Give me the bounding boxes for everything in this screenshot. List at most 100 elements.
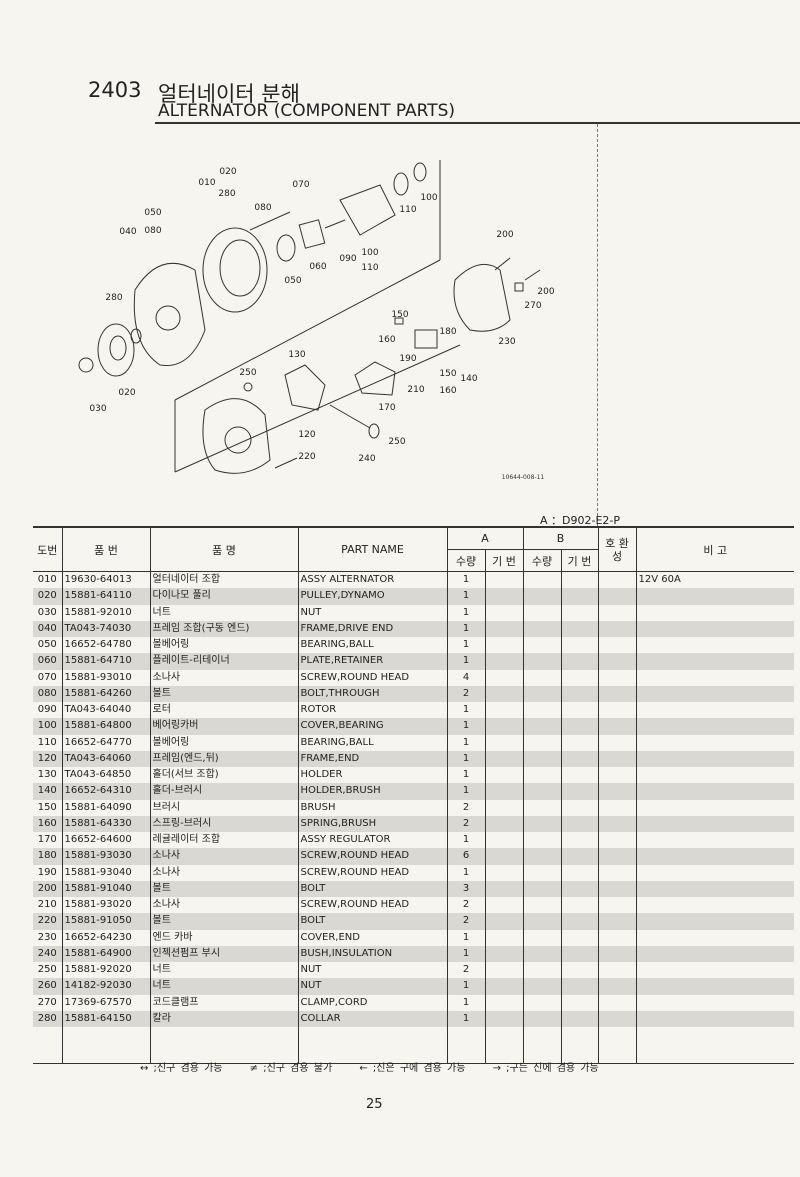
cell-b-serial <box>560 750 598 767</box>
cell-a-serial <box>484 637 523 654</box>
drive-end-frame-part <box>133 262 206 367</box>
cell-a-qty: 6 <box>446 848 485 865</box>
cell-part-name-kr: 스프링-브러시 <box>149 815 298 832</box>
cell-remarks <box>635 767 794 784</box>
callout-label: 060 <box>309 262 326 272</box>
bolt-part <box>524 269 541 281</box>
cell-remarks <box>635 994 794 1011</box>
cell-b-serial <box>560 767 598 784</box>
empty-cell <box>33 1027 62 1064</box>
cell-a-serial <box>484 702 523 719</box>
bearing-cover-part <box>413 162 427 182</box>
cell-part-name-kr: 홀더-브러시 <box>149 783 298 800</box>
cell-part-no: 15881-64330 <box>61 815 150 832</box>
rotor-part <box>339 184 396 236</box>
cell-a-qty: 2 <box>446 815 485 832</box>
header-group-a: A <box>446 526 524 550</box>
insulation-bush-part <box>368 423 380 439</box>
cell-remarks <box>635 929 794 946</box>
cell-part-name: SCREW,ROUND HEAD <box>297 897 447 914</box>
cell-ref-no: 040 <box>33 620 62 637</box>
cell-a-qty: 1 <box>446 767 485 784</box>
cell-b-serial <box>560 571 598 589</box>
cell-part-no: 17369-67570 <box>61 994 150 1011</box>
cell-b-qty <box>522 734 561 751</box>
section-title-english: ALTERNATOR (COMPONENT PARTS) <box>158 101 456 121</box>
callout-label: 110 <box>399 205 416 215</box>
empty-cell <box>297 1027 447 1064</box>
cell-a-serial <box>484 669 523 686</box>
empty-cell <box>635 1027 794 1064</box>
callout-label: 230 <box>498 337 515 347</box>
cell-b-qty <box>522 718 561 735</box>
cell-part-name: ASSY REGULATOR <box>297 832 447 849</box>
cell-part-name: ASSY ALTERNATOR <box>297 571 447 589</box>
cell-part-no: TA043-64060 <box>61 750 150 767</box>
callout-label: 280 <box>105 293 122 303</box>
cell-b-qty <box>522 832 561 849</box>
callout-label: 050 <box>144 208 161 218</box>
cell-remarks <box>635 718 794 735</box>
cell-a-qty: 1 <box>446 604 485 621</box>
cell-a-qty: 1 <box>446 718 485 735</box>
callout-label: 160 <box>439 386 456 396</box>
cell-a-qty: 1 <box>446 945 485 962</box>
cell-remarks: 12V 60A <box>635 571 794 589</box>
cord-clamp-part <box>514 282 524 292</box>
cell-b-qty <box>522 571 561 589</box>
cell-part-no: 15881-93040 <box>61 864 150 881</box>
cell-ref-no: 230 <box>37 931 57 943</box>
header-part-name: PART NAME <box>297 526 448 572</box>
callout-label: 200 <box>537 287 554 297</box>
callout-label: 150 <box>391 310 408 320</box>
callout-label: 210 <box>407 385 424 395</box>
cell-interchange <box>597 994 636 1011</box>
cell-b-qty <box>522 750 561 767</box>
cell-part-name-kr: 플레이트-리테이너 <box>149 653 298 670</box>
callout-label: 160 <box>378 335 395 345</box>
cell-part-name: NUT <box>297 978 447 995</box>
cell-a-qty: 1 <box>446 929 485 946</box>
cell-interchange <box>597 734 636 751</box>
cell-b-serial <box>560 685 598 702</box>
empty-cell <box>149 1027 298 1064</box>
diagram-guide-line <box>174 259 441 401</box>
cell-part-name: SCREW,ROUND HEAD <box>297 669 447 686</box>
nut-part <box>78 357 94 373</box>
cell-ref-no: 050 <box>37 639 57 651</box>
cell-part-name-kr: 너트 <box>149 962 298 979</box>
cell-part-no: 15881-64800 <box>61 718 150 735</box>
cell-a-serial <box>484 799 523 816</box>
cell-part-name: PULLEY,DYNAMO <box>297 588 447 605</box>
callout-label: 240 <box>358 454 375 464</box>
cell-ref-no: 060 <box>33 653 62 670</box>
callout-label: 080 <box>144 226 161 236</box>
cell-ref-no: 140 <box>33 783 62 800</box>
cell-part-no: 15881-93010 <box>61 669 150 686</box>
callout-label: 270 <box>524 301 541 311</box>
header-group-b: B <box>522 526 599 550</box>
cell-part-name-kr: 볼트 <box>149 685 298 702</box>
cell-a-qty: 1 <box>446 653 485 670</box>
cell-a-serial <box>484 978 523 995</box>
cell-interchange <box>597 685 636 702</box>
empty-cell <box>560 1027 598 1064</box>
cell-part-no: 15881-91050 <box>61 913 150 930</box>
cell-part-no: 15881-93020 <box>61 897 150 914</box>
cell-a-serial <box>484 718 523 735</box>
cell-part-no: 15881-64260 <box>61 685 150 702</box>
empty-cell <box>484 1027 523 1064</box>
callout-label: 020 <box>118 388 135 398</box>
cell-a-qty: 1 <box>446 734 485 751</box>
legend-item: ↔ ;신구 겸용 가능 <box>140 1063 223 1074</box>
callout-label: 130 <box>288 350 305 360</box>
cell-b-serial <box>560 588 598 605</box>
cell-part-name: BRUSH <box>297 799 447 816</box>
cell-ref-no: 170 <box>37 834 57 846</box>
